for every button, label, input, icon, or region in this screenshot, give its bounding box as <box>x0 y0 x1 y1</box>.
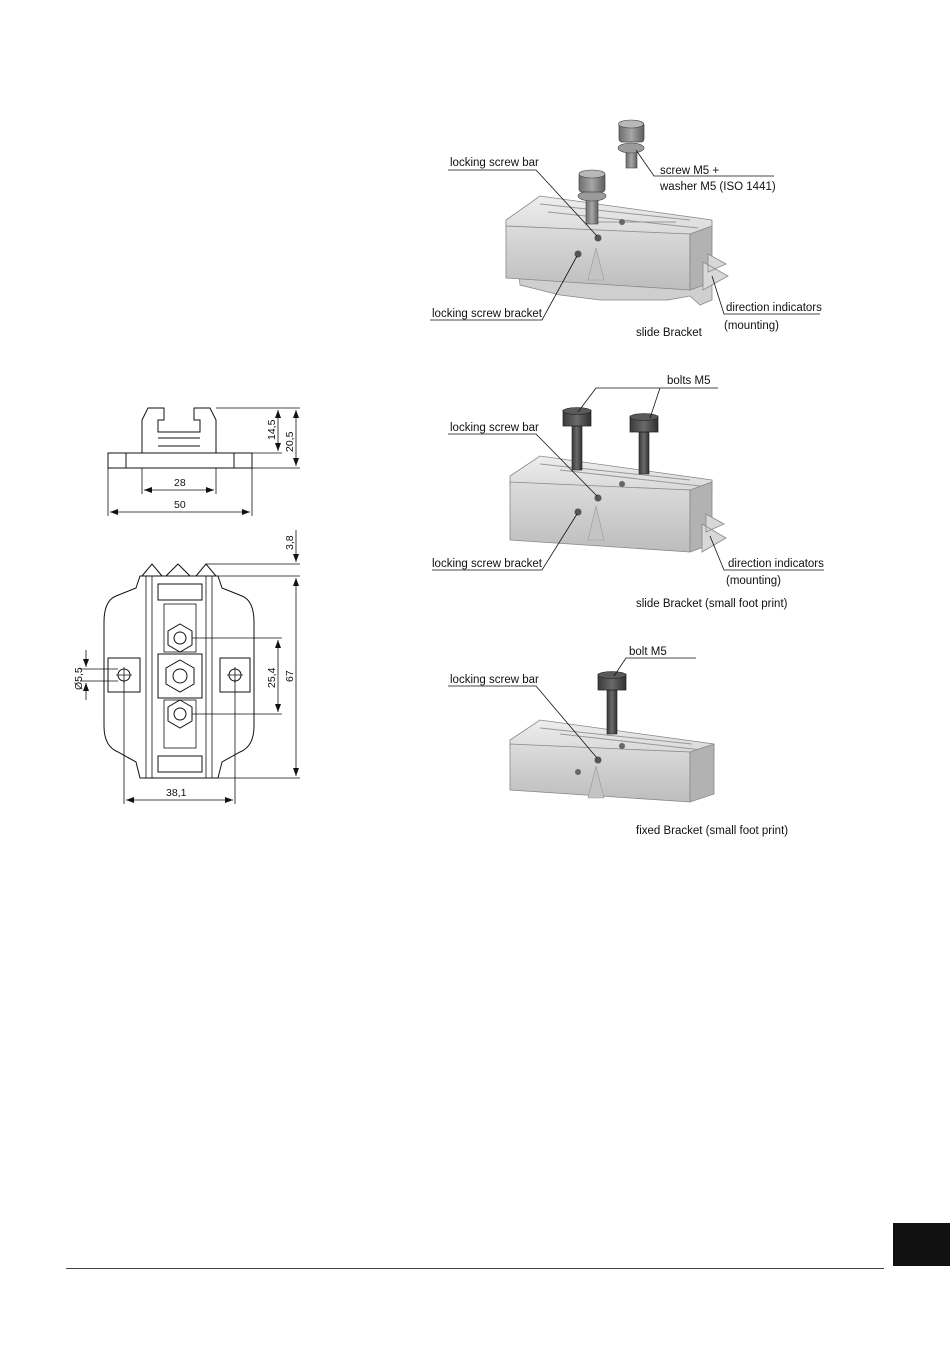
dim-arrows-height <box>275 410 299 466</box>
footer-rule <box>66 1268 884 1269</box>
loose-screw-washer <box>617 142 645 154</box>
bolt-right-head-top <box>629 413 659 421</box>
dim-line-hole-diameter <box>80 650 118 700</box>
dim-offset: 3,8 <box>284 535 296 550</box>
dim-line-height <box>216 407 300 469</box>
right-lug-cross <box>227 667 243 683</box>
dim-width-outer: 50 <box>174 499 186 511</box>
dim-line-50 <box>107 468 253 516</box>
label-screw-m5: screw M5 + <box>660 165 719 177</box>
bracket-t-slot <box>539 727 703 751</box>
bracket-t-slot <box>539 463 701 487</box>
center-nut-hex <box>165 659 195 693</box>
callout-line-bolts <box>577 387 718 419</box>
dim-line-28 <box>141 468 217 494</box>
center-nut-housing <box>157 653 203 699</box>
label-direction-indicators: direction indicators <box>728 558 824 570</box>
direction-arrow-marks <box>141 563 217 577</box>
upper-nut-bore <box>173 631 187 645</box>
locking-screw-bracket-hole <box>574 508 582 516</box>
top-view-drawing: 3,8 67 25,4 Ø5,5 38,1 <box>73 530 300 804</box>
callout-line-direction-indicators <box>709 535 824 571</box>
label-locking-screw-bracket: locking screw bracket <box>432 308 543 320</box>
dim-length: 67 <box>284 670 296 682</box>
side-view-inner-lines <box>125 437 235 468</box>
dim-arrows-28 <box>144 487 214 493</box>
dim-line-hole-pitch <box>123 681 236 804</box>
dim-line-length <box>218 578 300 779</box>
locking-screw-bar-hole <box>594 234 602 242</box>
top-hole <box>619 481 625 487</box>
label-locking-screw-bar: locking screw bar <box>450 157 539 169</box>
callout-line-bolt <box>613 657 696 677</box>
inserted-screw-washer <box>577 190 607 202</box>
dim-line-hole-spacing <box>192 637 282 715</box>
callout-line-screw <box>635 149 774 177</box>
top-hole <box>619 743 625 749</box>
side-view-drawing: 14,5 20,5 28 50 <box>107 407 300 516</box>
dim-height-small: 14,5 <box>266 419 278 440</box>
bolt-shank <box>606 689 618 735</box>
bolt-head-top <box>597 671 627 679</box>
dim-hole-pitch: 38,1 <box>166 787 187 799</box>
callout-line-locking-screw-bar <box>448 433 598 497</box>
upper-nut-frame <box>163 603 197 653</box>
label-bolt-m5: bolt M5 <box>629 646 667 658</box>
lower-nut-bore <box>173 707 187 721</box>
center-mark <box>587 765 605 799</box>
center-nut-bore <box>172 668 188 684</box>
bolt-left-head-top <box>562 407 592 415</box>
label-locking-screw-bracket: locking screw bracket <box>432 558 543 570</box>
caption-slide-bracket: slide Bracket <box>636 327 703 339</box>
bracket-right-end <box>689 743 715 803</box>
slide-bracket-figure: locking screw bar screw M5 + washer M5 (… <box>430 119 822 339</box>
page-tab-marker <box>893 1223 950 1266</box>
caption-slide-bracket-small: slide Bracket (small foot print) <box>636 598 788 610</box>
callout-line-direction-indicators <box>711 275 820 315</box>
lower-nut-frame <box>163 699 197 749</box>
upper-nut-hex <box>167 623 193 653</box>
label-mounting: (mounting) <box>726 575 781 587</box>
lower-nut-hex <box>167 699 193 729</box>
left-lug-cross <box>116 667 132 683</box>
top-view-inner-rails <box>145 576 213 778</box>
direction-indicator-marks <box>702 253 729 291</box>
bottom-end-block <box>157 755 203 773</box>
dim-height-large: 20,5 <box>284 431 296 452</box>
callout-line-locking-screw-bracket <box>430 255 578 321</box>
slide-bracket-small-figure: bolts M5 locking screw bar locking screw… <box>432 375 824 610</box>
dim-arrow-offset <box>293 554 299 562</box>
label-locking-screw-bar: locking screw bar <box>450 674 539 686</box>
caption-fixed-bracket-small: fixed Bracket (small foot print) <box>636 825 788 837</box>
bolt-left-shank <box>571 425 583 471</box>
center-mark <box>587 247 605 281</box>
callout-line-locking-screw-bar <box>448 685 598 759</box>
locking-screw-bar-hole <box>594 756 602 764</box>
locking-screw-bracket-hole <box>574 250 582 258</box>
dim-arrows-hole-diameter <box>83 659 89 691</box>
dim-hole-spacing: 25,4 <box>266 667 278 688</box>
label-direction-indicators: direction indicators <box>726 302 822 314</box>
locking-screw-bar-hole <box>594 494 602 502</box>
dim-hole-diameter: Ø5,5 <box>73 667 85 690</box>
inserted-screw-head-top <box>578 169 606 179</box>
label-locking-screw-bar: locking screw bar <box>450 422 539 434</box>
label-bolts-m5: bolts M5 <box>667 375 710 387</box>
callout-line-locking-screw-bracket <box>432 513 578 571</box>
center-mark <box>587 505 605 541</box>
dim-width-inner: 28 <box>174 477 186 489</box>
bracket-front-face <box>509 481 691 553</box>
loose-screw-head-top <box>618 119 644 129</box>
side-hole <box>575 769 581 775</box>
dim-arrows-hole-spacing <box>275 640 281 712</box>
fixed-bracket-small-figure: bolt M5 locking screw bar fixed Bracket … <box>448 646 788 837</box>
callout-line-locking-screw-bar <box>448 169 598 237</box>
top-hole <box>619 219 625 225</box>
label-mounting: (mounting) <box>724 320 779 332</box>
top-end-block <box>157 583 203 601</box>
bolt-right-shank <box>638 431 650 475</box>
label-washer-m5: washer M5 (ISO 1441) <box>659 181 776 193</box>
